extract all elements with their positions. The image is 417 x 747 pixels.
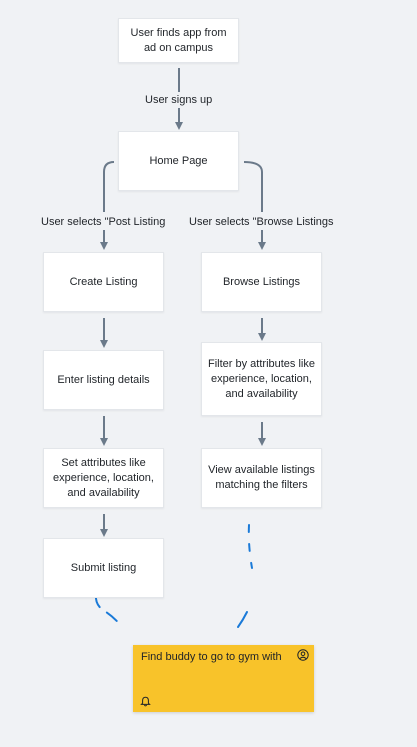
node-submit-listing-label: Submit listing [70, 561, 137, 574]
node-create-listing-label: Create Listing [69, 275, 138, 288]
node-found-ad[interactable]: User finds app from ad on campus [118, 18, 239, 63]
node-filter-attributes-label: Filter by attributes like experience, lo… [208, 357, 315, 400]
annotation-stroke-left [94, 594, 123, 628]
node-browse-listings-label: Browse Listings [222, 275, 301, 288]
node-browse-listings[interactable]: Browse Listings [201, 252, 322, 312]
node-submit-listing[interactable]: Submit listing [43, 538, 164, 598]
annotation-stroke-right-top [247, 524, 253, 569]
annotation-stroke-right-bottom [237, 611, 248, 628]
node-home-page-label: Home Page [149, 154, 208, 167]
connector-home-to-browse-label [243, 161, 263, 212]
node-found-ad-label: User finds app from ad on campus [130, 26, 227, 54]
edge-label-selects-browse: User selects "Browse Listings [189, 215, 334, 229]
node-home-page[interactable]: Home Page [118, 131, 239, 191]
sticky-note-text: Find buddy to go to gym with [141, 651, 282, 663]
node-view-listings[interactable]: View available listings matching the fil… [201, 448, 322, 508]
node-filter-attributes[interactable]: Filter by attributes like experience, lo… [201, 342, 322, 416]
connector-home-to-post-label [103, 161, 115, 212]
node-create-listing[interactable]: Create Listing [43, 252, 164, 312]
node-set-attributes-label: Set attributes like experience, location… [53, 456, 154, 499]
node-set-attributes[interactable]: Set attributes like experience, location… [43, 448, 164, 508]
bell-icon[interactable] [140, 696, 151, 707]
edge-label-signs-up: User signs up [145, 93, 213, 107]
user-circle-icon[interactable] [297, 649, 309, 661]
edge-label-selects-post: User selects "Post Listing [41, 215, 166, 229]
node-enter-details-label: Enter listing details [57, 373, 150, 386]
node-enter-details[interactable]: Enter listing details [43, 350, 164, 410]
sticky-note[interactable]: Find buddy to go to gym with [133, 645, 314, 712]
node-view-listings-label: View available listings matching the fil… [208, 464, 315, 491]
